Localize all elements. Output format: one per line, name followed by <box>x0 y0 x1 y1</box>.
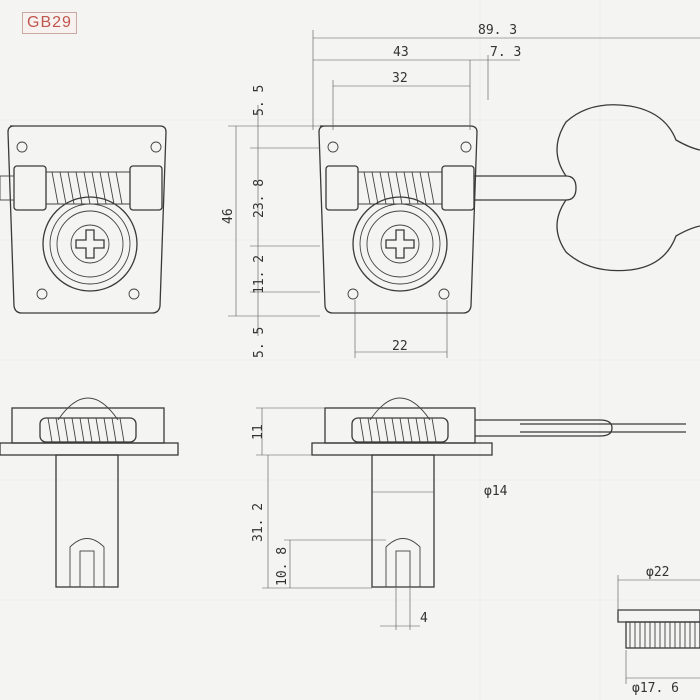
dim-overall-length: 89. 3 <box>478 23 517 38</box>
dim-height-46: 46 <box>221 208 236 224</box>
phillips-screw-icon <box>75 229 105 259</box>
dim-length-32: 32 <box>392 71 408 86</box>
dim-width-22: 22 <box>392 339 408 354</box>
tuner-shaft <box>474 175 577 201</box>
dimension-lines <box>228 30 700 684</box>
dim-post-diameter: φ14 <box>484 484 508 499</box>
dim-bushing-17-6: φ17. 6 <box>632 681 679 696</box>
dim-height-23-8: 23. 8 <box>252 179 267 218</box>
dim-length-43: 43 <box>393 45 409 60</box>
model-code-label: GB29 <box>22 12 77 34</box>
dim-side-31-2: 31. 2 <box>251 503 266 542</box>
right-front-view <box>318 104 700 314</box>
dim-bottom-offset: 5. 5 <box>252 327 267 358</box>
dim-height-11-2: 11. 2 <box>252 255 267 294</box>
left-side-view <box>0 397 179 588</box>
dim-side-10-8: 10. 8 <box>275 547 290 586</box>
bushing-view <box>617 609 700 649</box>
dim-bushing-22: φ22 <box>646 565 669 580</box>
dim-side-11: 11 <box>251 424 266 440</box>
dim-length-7-3: 7. 3 <box>490 45 521 60</box>
phillips-screw-icon <box>385 229 415 259</box>
tuner-key <box>556 104 700 272</box>
left-front-view <box>0 125 167 314</box>
dim-top-offset: 5. 5 <box>252 85 267 116</box>
right-side-view <box>311 397 686 588</box>
dim-slot-4: 4 <box>420 611 428 626</box>
